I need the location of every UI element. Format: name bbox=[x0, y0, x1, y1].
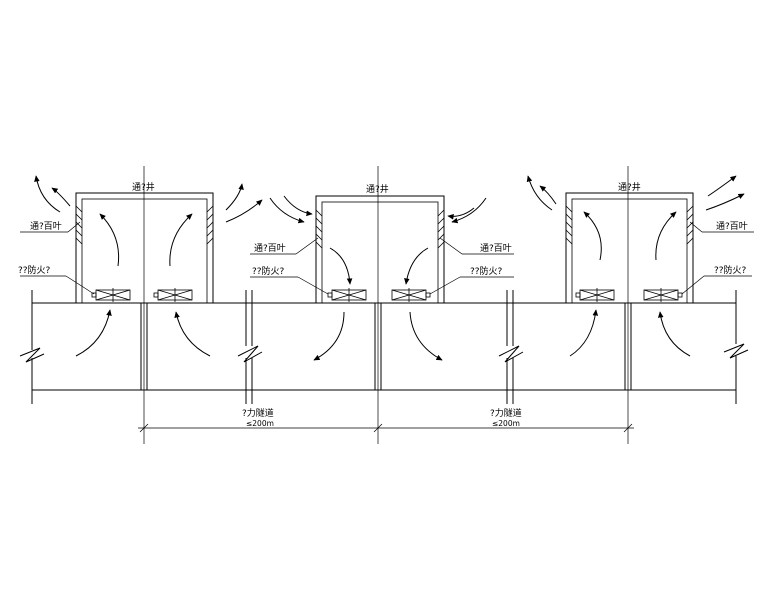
distance-label-2: ≤200m bbox=[492, 419, 520, 428]
airflow-arrow bbox=[447, 207, 475, 220]
dimension-line bbox=[138, 423, 634, 433]
fire-damper-3b bbox=[643, 288, 683, 302]
centerlines bbox=[143, 166, 629, 444]
louver-label-3: 通?百叶 bbox=[716, 221, 748, 232]
airflow-arrow bbox=[34, 175, 61, 213]
fire-damper-1b bbox=[153, 288, 193, 302]
airflow-arrow bbox=[225, 199, 263, 223]
airflow-arrow bbox=[313, 311, 345, 361]
damper-label-1: ??防火? bbox=[18, 264, 51, 276]
tunnel-label-2: ?力隧道 bbox=[490, 407, 522, 419]
fire-damper-1a bbox=[91, 288, 131, 302]
airflow-arrow bbox=[404, 247, 429, 285]
louver-left-shaft-3 bbox=[565, 205, 573, 245]
leader-lines bbox=[20, 221, 754, 295]
ventilation-shaft-2 bbox=[315, 195, 445, 304]
airflow-arrow bbox=[51, 187, 71, 207]
distance-label-1: ≤200m bbox=[246, 419, 274, 428]
louver-label-2a: 通?百叶 bbox=[254, 243, 286, 254]
airflow-arrow bbox=[705, 193, 745, 211]
airflow-arrow bbox=[99, 213, 120, 267]
fire-damper-2a bbox=[327, 288, 367, 302]
damper-label-2a: ??防火? bbox=[252, 265, 285, 277]
ventilation-shaft-3 bbox=[565, 192, 694, 304]
louver-right-shaft-1 bbox=[206, 205, 214, 245]
airflow-arrow bbox=[707, 175, 737, 197]
shaft-label-1: 通?井 bbox=[132, 181, 155, 193]
airflow-arrow bbox=[657, 311, 691, 357]
airflow-arrows bbox=[34, 175, 745, 361]
airflow-arrow bbox=[75, 309, 112, 357]
tunnel bbox=[19, 290, 749, 404]
airflow-arrow bbox=[569, 309, 599, 357]
tunnel-label-1: ?力隧道 bbox=[242, 407, 274, 419]
airflow-arrow bbox=[169, 213, 193, 267]
airflow-arrow bbox=[539, 185, 557, 205]
airflow-arrow bbox=[225, 183, 244, 211]
tunnel-right-break bbox=[723, 343, 749, 359]
airflow-arrow bbox=[174, 311, 211, 357]
fire-damper-3a bbox=[575, 288, 615, 302]
louver-left-shaft-2 bbox=[315, 209, 323, 249]
tunnel-left-break bbox=[19, 347, 45, 363]
shaft-label-2: 通?井 bbox=[366, 183, 389, 195]
airflow-arrow bbox=[655, 211, 677, 261]
louver-label-1: 通?百叶 bbox=[30, 221, 62, 232]
fire-damper-2b bbox=[391, 288, 431, 302]
shaft-label-3: 通?井 bbox=[618, 181, 641, 193]
damper-label-2b: ??防火? bbox=[470, 265, 503, 277]
damper-label-3: ??防火? bbox=[714, 264, 747, 276]
airflow-arrow bbox=[451, 197, 487, 224]
louver-label-2b: 通?百叶 bbox=[480, 243, 512, 254]
airflow-arrow bbox=[329, 247, 353, 285]
airflow-arrow bbox=[269, 197, 305, 224]
airflow-arrow bbox=[283, 195, 313, 217]
louver-right-shaft-3 bbox=[686, 205, 694, 245]
ventilation-shaft-1 bbox=[75, 192, 214, 304]
louver-left-shaft-1 bbox=[75, 205, 83, 245]
louver-right-shaft-2 bbox=[437, 209, 445, 249]
airflow-arrow bbox=[583, 211, 602, 261]
tunnel-break-2 bbox=[498, 290, 524, 404]
tunnel-break-1 bbox=[237, 290, 263, 404]
airflow-arrow bbox=[409, 311, 443, 361]
airflow-arrow bbox=[526, 175, 553, 211]
